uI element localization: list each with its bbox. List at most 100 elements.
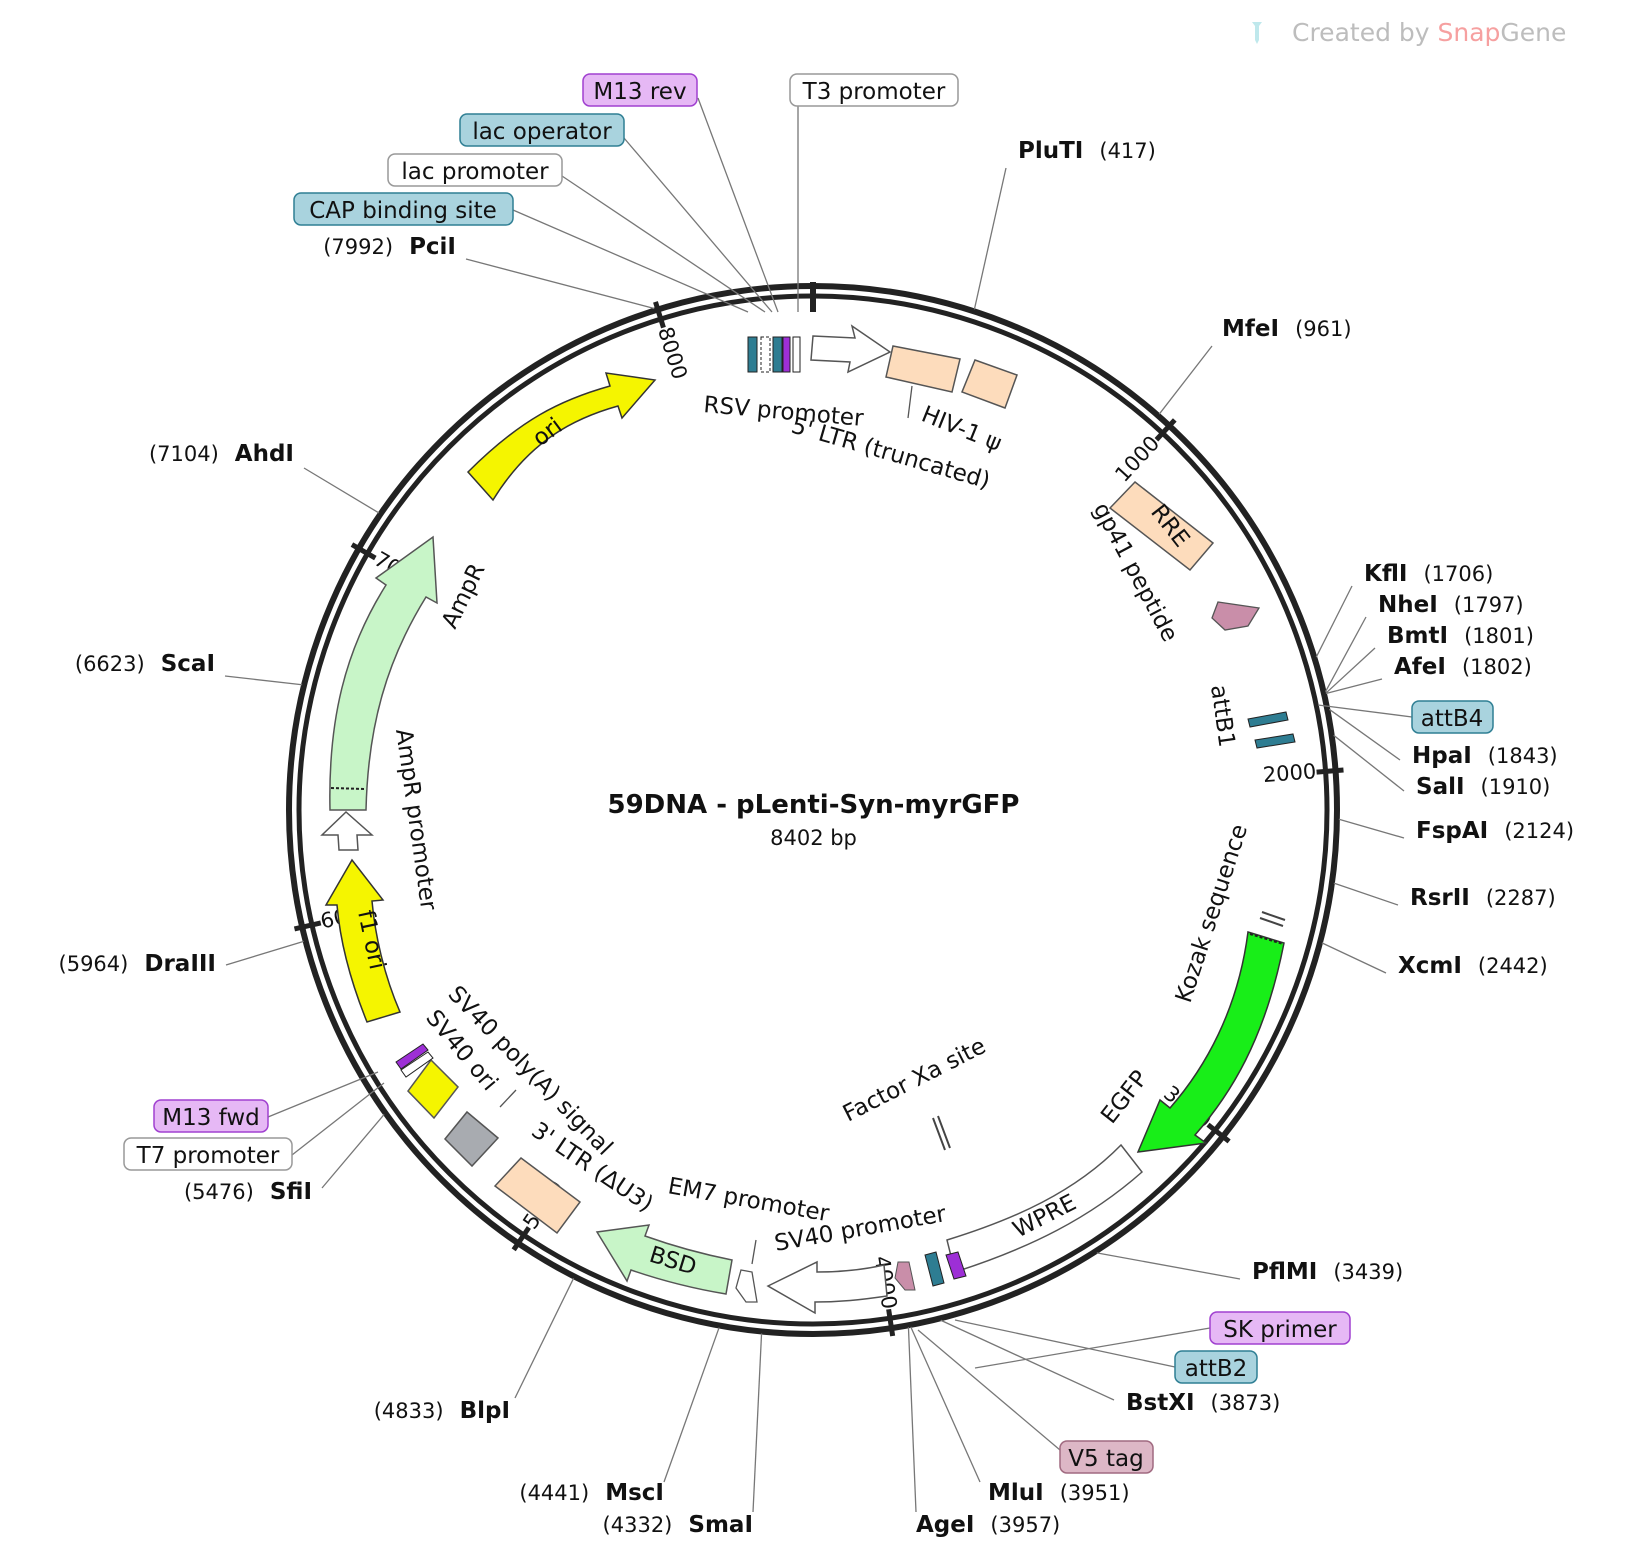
box-t7-promoter: T7 promoter bbox=[123, 1137, 293, 1171]
box-m13-fwd-frame bbox=[153, 1099, 269, 1133]
site-leader-line bbox=[1158, 345, 1213, 415]
scale-tick bbox=[293, 920, 322, 932]
box-cap-binding-site-frame bbox=[293, 192, 514, 226]
box-sk-primer-label: SK primer bbox=[1223, 1317, 1337, 1343]
box-attb4-frame bbox=[1411, 700, 1494, 734]
restriction-site-position: (3957) bbox=[990, 1513, 1060, 1537]
feature-kozak-mark-a bbox=[1261, 911, 1286, 921]
restriction-site-label: (4332) SmaI bbox=[603, 1512, 753, 1538]
restriction-site-label: (5476)SfiI bbox=[184, 1179, 312, 1205]
feature-em7-leader bbox=[751, 1239, 757, 1265]
box-lac-promoter-label: lac promoter bbox=[401, 159, 549, 185]
feature-attb4-mark bbox=[1247, 711, 1289, 728]
feature-ampr-arrow bbox=[329, 535, 438, 811]
site-leader-line bbox=[907, 1327, 917, 1513]
restriction-site-name: AfeI bbox=[1394, 654, 1446, 680]
feature-lac-operator-mark bbox=[772, 336, 783, 373]
restriction-site-name: HpaI bbox=[1412, 743, 1472, 769]
site-leader-line bbox=[910, 1326, 981, 1483]
box-m13-rev-frame bbox=[582, 73, 698, 107]
restriction-site-label: KflI(1706) bbox=[1364, 561, 1493, 587]
feature-m13-fwd-mark bbox=[395, 1043, 429, 1070]
plasmid-size: 8402 bp bbox=[770, 826, 857, 850]
box-attb4-label: attB4 bbox=[1421, 706, 1484, 732]
leader-v5-tag bbox=[917, 1329, 1061, 1451]
leader-m13-fwd bbox=[267, 1071, 379, 1118]
box-m13-fwd-label: M13 fwd bbox=[162, 1105, 260, 1131]
restriction-site-position: (961) bbox=[1295, 317, 1351, 341]
restriction-site-name: RsrII bbox=[1410, 885, 1470, 911]
feature-kozak-mark-b bbox=[1259, 917, 1284, 927]
restriction-site-label: XcmI(2442) bbox=[1398, 953, 1548, 979]
feature-t3-promoter-mark bbox=[792, 336, 801, 373]
box-lac-promoter-frame bbox=[387, 153, 563, 187]
site-leader-line bbox=[225, 940, 304, 966]
restriction-site-label: (4441)MscI bbox=[519, 1480, 664, 1506]
restriction-site-position: (2287) bbox=[1486, 886, 1556, 910]
restriction-site-label: (6623) ScaI bbox=[75, 651, 215, 677]
site-leader-line bbox=[224, 675, 303, 686]
feature-factor-xa-label: Factor Xa site bbox=[839, 1033, 990, 1127]
box-attb2-frame bbox=[1174, 1350, 1258, 1384]
feature-ampr-promoter-arrow bbox=[320, 810, 374, 851]
feature-cap-site-mark bbox=[747, 336, 758, 373]
restriction-site-name: BmtI bbox=[1387, 623, 1448, 649]
feature-ampr-dotted-split bbox=[330, 787, 366, 790]
box-v5-tag-label: V5 tag bbox=[1068, 1446, 1143, 1472]
feature-attb1-mark bbox=[1254, 733, 1296, 749]
feature-lac-promoter-mark bbox=[760, 336, 771, 373]
restriction-site-name: SmaI bbox=[688, 1512, 753, 1538]
restriction-site-name: ScaI bbox=[161, 651, 215, 677]
feature-ampr-label: AmpR bbox=[437, 559, 491, 632]
site-leader-line bbox=[1321, 942, 1387, 974]
box-cap-binding-site-label: CAP binding site bbox=[309, 198, 497, 224]
leader-t7-promoter bbox=[291, 1082, 385, 1156]
restriction-site-position: (2442) bbox=[1478, 954, 1548, 978]
restriction-site-position: (1910) bbox=[1481, 775, 1551, 799]
restriction-site-label: MluI(3951) bbox=[988, 1480, 1130, 1506]
watermark-brand-snap: Snap bbox=[1437, 18, 1501, 47]
box-m13-rev-label: M13 rev bbox=[593, 79, 686, 105]
restriction-site-position: (1843) bbox=[1488, 744, 1558, 768]
box-lac-operator-label: lac operator bbox=[472, 119, 612, 145]
restriction-site-label: BstXI(3873) bbox=[1126, 1390, 1280, 1416]
restriction-site-name: SfiI bbox=[270, 1179, 312, 1205]
scale-tick bbox=[1316, 767, 1344, 775]
scale-tick bbox=[886, 1308, 896, 1337]
site-leader-line bbox=[1333, 734, 1405, 792]
feature-factor-xa-line-a bbox=[932, 1117, 946, 1151]
restriction-site-name: NheI bbox=[1378, 592, 1438, 618]
feature-v5-tag-mark bbox=[894, 1261, 916, 1291]
restriction-site-position: (7992) bbox=[323, 235, 393, 259]
box-sk-primer: SK primer bbox=[1209, 1311, 1351, 1345]
restriction-site-position: (6623) bbox=[75, 652, 145, 676]
restriction-site-label: SalI(1910) bbox=[1416, 774, 1550, 800]
leader-lac-operator bbox=[623, 137, 773, 313]
restriction-site-name: DraIII bbox=[144, 951, 216, 977]
restriction-site-name: BlpI bbox=[460, 1398, 510, 1424]
restriction-site-position: (4332) bbox=[603, 1513, 673, 1537]
restriction-site-position: (1802) bbox=[1462, 655, 1532, 679]
feature-attb1-label: attB1 bbox=[1205, 683, 1239, 749]
leader-sk-primer bbox=[974, 1327, 1211, 1369]
restriction-site-label: HpaI (1843) bbox=[1412, 743, 1558, 769]
scale-tick bbox=[1154, 418, 1177, 442]
restriction-site-position: (1797) bbox=[1454, 593, 1524, 617]
site-leader-line bbox=[303, 467, 380, 514]
restriction-site-label: AfeI (1802) bbox=[1394, 654, 1532, 680]
site-leader-line bbox=[1096, 1252, 1241, 1280]
site-leader-line bbox=[1315, 585, 1353, 658]
feature-gp41-block bbox=[1211, 601, 1261, 631]
site-leader-line bbox=[752, 1333, 763, 1513]
restriction-site-name: FspAI bbox=[1416, 818, 1488, 844]
feature-m13-rev-mark bbox=[782, 336, 791, 373]
feature-sv40-ori-block bbox=[407, 1058, 459, 1120]
restriction-site-position: (2124) bbox=[1504, 819, 1574, 843]
box-t3-promoter-frame bbox=[789, 73, 959, 107]
feature-rre-block bbox=[1108, 480, 1215, 572]
scale-tick bbox=[653, 301, 666, 329]
scale-tick bbox=[350, 542, 377, 561]
plasmid-name: 59DNA - pLenti-Syn-myrGFP bbox=[607, 790, 1020, 820]
restriction-site-label: PflMI(3439) bbox=[1252, 1259, 1403, 1285]
